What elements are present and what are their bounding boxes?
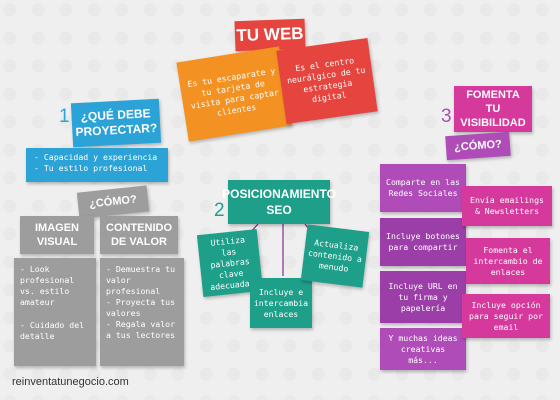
visibility-item-text: Incluye URL en tu firma y papelería <box>388 280 458 313</box>
section1-title: ¿QUÉ DEBE PROYECTAR? <box>70 98 162 148</box>
center-note-2-text: Es el centro neurálgico de tu estrategia… <box>286 55 366 105</box>
seo-box-update-text: Actualiza contenido a menudo <box>307 236 363 274</box>
visibility-item-text: Comparte en las Redes Sociales <box>386 177 460 198</box>
visibility-item: Incluye botones para compartir <box>380 218 466 266</box>
center-title: TU WEB <box>234 18 306 52</box>
contenido-valor-header: CONTENIDO DE VALOR <box>100 216 178 254</box>
imagen-visual-title: IMAGEN VISUAL <box>35 222 79 248</box>
center-note-1-text: Es tu escaparate y tu tarjeta de visita … <box>186 65 280 118</box>
contenido-valor-item: - Regala valor a tus lectores <box>106 319 176 340</box>
section2-number: 2 <box>214 200 225 221</box>
center-title-text: TU WEB <box>236 23 304 46</box>
imagen-visual-item: - Cuidado del detalle <box>20 320 85 341</box>
section2-title: POSICIONAMIENTO SEO <box>222 180 336 224</box>
contenido-valor-title: CONTENIDO DE VALOR <box>106 222 172 248</box>
section3-como: ¿CÓMO? <box>445 131 511 161</box>
imagen-visual-list: - Look profesional vs. estilo amateur - … <box>14 258 96 366</box>
visibility-item: Comparte en las Redes Sociales <box>380 164 466 212</box>
visibility-item: Incluye URL en tu firma y papelería <box>380 271 466 323</box>
section1-items: - Capacidad y experiencia - Tu estilo pr… <box>26 148 168 182</box>
section1-como-text: ¿CÓMO? <box>88 193 138 211</box>
visibility-item: Envía emailings & Newsletters <box>462 186 552 226</box>
visibility-item: Fomenta el intercambio de enlaces <box>466 238 550 284</box>
section2-title-text: POSICIONAMIENTO SEO <box>222 187 336 217</box>
section3-title: FOMENTA TU VISIBILIDAD <box>454 86 532 132</box>
center-note-2: Es el centro neurálgico de tu estrategia… <box>276 37 378 125</box>
visibility-item: Incluye opción para seguir por email <box>462 294 550 338</box>
visibility-item-text: Incluye opción para seguir por email <box>469 299 543 332</box>
section3-title-text: FOMENTA TU VISIBILIDAD <box>460 89 526 129</box>
contenido-valor-item: - Proyecta tus valores <box>106 297 176 318</box>
seo-box-links-text: Incluye e intercambia enlaces <box>253 286 309 319</box>
seo-box-links: Incluye e intercambia enlaces <box>250 278 312 328</box>
imagen-visual-item: - Look profesional vs. estilo amateur <box>20 264 75 307</box>
visibility-item-text: Incluye botones para compartir <box>386 231 460 252</box>
contenido-valor-list: - Demuestra tu valor profesional - Proye… <box>100 258 184 366</box>
section1-item: - Tu estilo profesional <box>34 163 148 173</box>
visibility-item-text: Fomenta el intercambio de enlaces <box>473 244 543 277</box>
section1-item: - Capacidad y experiencia <box>34 152 158 162</box>
visibility-item: Y muchas ideas creativas más... <box>380 328 466 370</box>
section1-number: 1 <box>59 106 70 127</box>
center-note-1: Es tu escaparate y tu tarjeta de visita … <box>176 46 292 142</box>
contenido-valor-item: - Demuestra tu valor profesional <box>106 264 176 296</box>
section3-number: 3 <box>441 106 452 127</box>
seo-box-update: Actualiza contenido a menudo <box>300 224 370 288</box>
visibility-item-text: Y muchas ideas creativas más... <box>388 332 458 365</box>
section3-como-text: ¿CÓMO? <box>453 138 503 154</box>
visibility-item-text: Envía emailings & Newsletters <box>470 195 544 216</box>
footer-url: reinventatunegocio.com <box>12 376 129 388</box>
section1-title-text: ¿QUÉ DEBE PROYECTAR? <box>75 106 158 140</box>
imagen-visual-header: IMAGEN VISUAL <box>20 216 94 254</box>
